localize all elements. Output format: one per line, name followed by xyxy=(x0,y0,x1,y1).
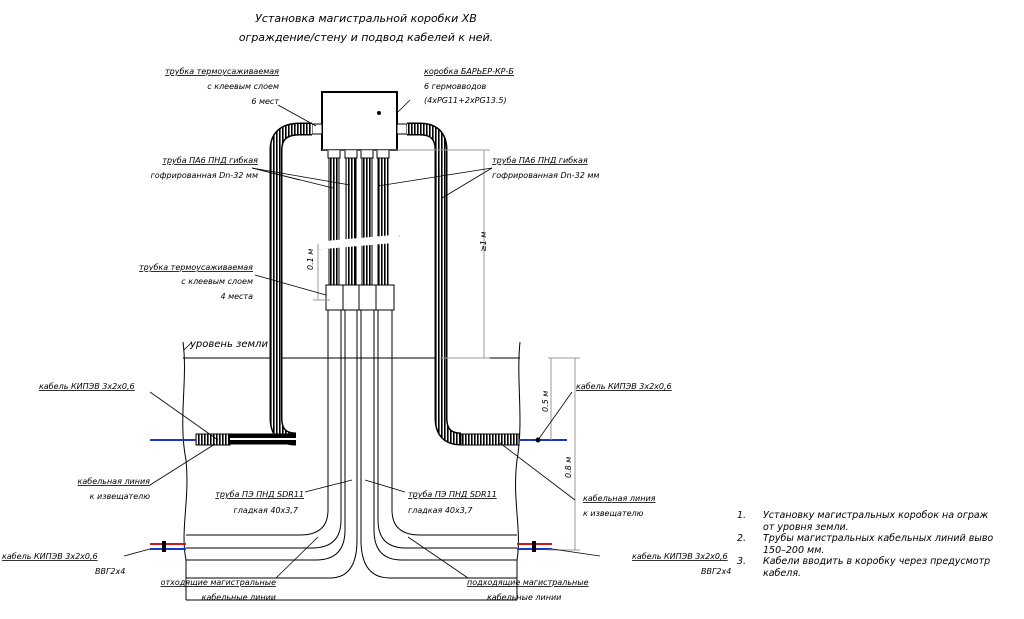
svg-text:гофрированная Dn-32 мм: гофрированная Dn-32 мм xyxy=(151,171,258,180)
label-corrugated-right: труба ПА6 ПНД гибкая гофрированная Dn-32… xyxy=(492,156,599,180)
diagram-title-line1: Установка магистральной коробки ХВ xyxy=(255,12,477,25)
dimension-1m: ≥1 м xyxy=(479,232,488,252)
notes-list: 1. Установку магистральных коробок на ог… xyxy=(737,510,1024,580)
ground-level-line xyxy=(182,341,521,601)
svg-text:(4xPG11+2xPG13.5): (4xPG11+2xPG13.5) xyxy=(424,96,507,105)
junction-box xyxy=(311,91,408,159)
label-outgoing: отходящие магистральные кабельные линии xyxy=(161,578,276,602)
label-corrugated-left: труба ПА6 ПНД гибкая гофрированная Dn-32… xyxy=(151,156,259,180)
label-heat-shrink-4: трубка термоусаживаемая с клеевым слоем … xyxy=(139,263,253,301)
dimension-05m: 0.5 м xyxy=(541,391,550,412)
label-ground-level: уровень земли xyxy=(189,339,268,350)
label-heat-shrink-6: трубка термоусаживаемая с клеевым слоем … xyxy=(165,67,279,106)
svg-text:ВВГ2х4: ВВГ2х4 xyxy=(701,567,731,576)
svg-text:подходящие магистральные: подходящие магистральные xyxy=(467,578,589,587)
label-incoming: подходящие магистральные кабельные линии xyxy=(467,578,589,602)
diagram-title-line2: ограждение/стену и подвод кабелей к ней. xyxy=(239,31,493,44)
dimension-01m: 0.1 м xyxy=(306,249,315,270)
svg-text:кабельные линии: кабельные линии xyxy=(202,593,276,602)
dimension-lines xyxy=(313,149,580,551)
trunk-cables-left xyxy=(150,541,186,552)
label-pipe-right: труба ПЭ ПНД SDR11 гладкая 40х3,7 xyxy=(408,490,497,515)
label-trunk-left: кабель КИПЭВ 3х2х0,6 ВВГ2х4 xyxy=(2,552,125,576)
svg-text:трубка термоусаживаемая: трубка термоусаживаемая xyxy=(139,263,253,272)
svg-text:труба ПЭ ПНД SDR11: труба ПЭ ПНД SDR11 xyxy=(215,490,304,499)
svg-text:с клеевым слоем: с клеевым слоем xyxy=(181,277,253,286)
note-item: 1. Установку магистральных коробок на ог… xyxy=(737,510,989,533)
svg-text:к извещателю: к извещателю xyxy=(583,509,644,518)
dimension-08m: 0.8 м xyxy=(564,457,573,478)
svg-text:кабельная линия: кабельная линия xyxy=(78,477,151,486)
label-junction-box: коробка БАРЬЕР-КР-Б 6 гермовводов (4xPG1… xyxy=(424,67,514,105)
label-line-right: кабельная линия к извещателю xyxy=(583,494,656,518)
vertical-corrugated-pipes xyxy=(317,157,401,289)
svg-text:коробка БАРЬЕР-КР-Б: коробка БАРЬЕР-КР-Б xyxy=(424,67,514,76)
svg-text:гофрированная Dn-32 мм: гофрированная Dn-32 мм xyxy=(492,171,599,180)
label-pipe-left: труба ПЭ ПНД SDR11 гладкая 40х3,7 xyxy=(215,490,304,515)
svg-text:кабельная линия: кабельная линия xyxy=(583,494,656,503)
svg-text:кабель КИПЭВ 3х2х0,6: кабель КИПЭВ 3х2х0,6 xyxy=(632,552,728,561)
svg-text:6 мест: 6 мест xyxy=(251,97,279,106)
svg-text:с клеевым слоем: с клеевым слоем xyxy=(207,82,279,91)
leader-lines xyxy=(123,99,601,579)
svg-text:труба ПЭ ПНД SDR11: труба ПЭ ПНД SDR11 xyxy=(408,490,497,499)
svg-text:ВВГ2х4: ВВГ2х4 xyxy=(95,567,125,576)
svg-text:кабель КИПЭВ 3х2х0,6: кабель КИПЭВ 3х2х0,6 xyxy=(2,552,98,561)
label-cable-right: кабель КИПЭВ 3х2х0,6 xyxy=(576,382,672,391)
smooth-pe-pipes xyxy=(186,284,517,579)
svg-text:труба ПА6 ПНД гибкая: труба ПА6 ПНД гибкая xyxy=(492,156,588,165)
trunk-cables-right xyxy=(517,541,552,552)
svg-text:к извещателю: к извещателю xyxy=(90,492,151,501)
note-item: 2. Трубы магистральных кабельных линий в… xyxy=(737,533,994,556)
label-line-left: кабельная линия к извещателю xyxy=(78,477,151,501)
svg-text:4 места: 4 места xyxy=(220,292,253,301)
svg-text:трубка термоусаживаемая: трубка термоусаживаемая xyxy=(165,67,279,76)
note-item: 3. Кабели вводить в коробку через предус… xyxy=(737,556,991,579)
svg-text:кабельные линии: кабельные линии xyxy=(487,593,561,602)
svg-text:6 гермовводов: 6 гермовводов xyxy=(424,82,487,91)
label-trunk-right: кабель КИПЭВ 3х2х0,6 ВВГ2х4 xyxy=(632,552,731,576)
label-cable-left: кабель КИПЭВ 3х2х0,6 xyxy=(39,382,135,391)
svg-text:труба ПА6 ПНД гибкая: труба ПА6 ПНД гибкая xyxy=(162,156,258,165)
svg-text:отходящие магистральные: отходящие магистральные xyxy=(161,578,276,587)
svg-text:гладкая 40х3,7: гладкая 40х3,7 xyxy=(408,506,473,515)
svg-text:гладкая 40х3,7: гладкая 40х3,7 xyxy=(234,506,299,515)
left-corrugated-pipe xyxy=(150,122,312,446)
